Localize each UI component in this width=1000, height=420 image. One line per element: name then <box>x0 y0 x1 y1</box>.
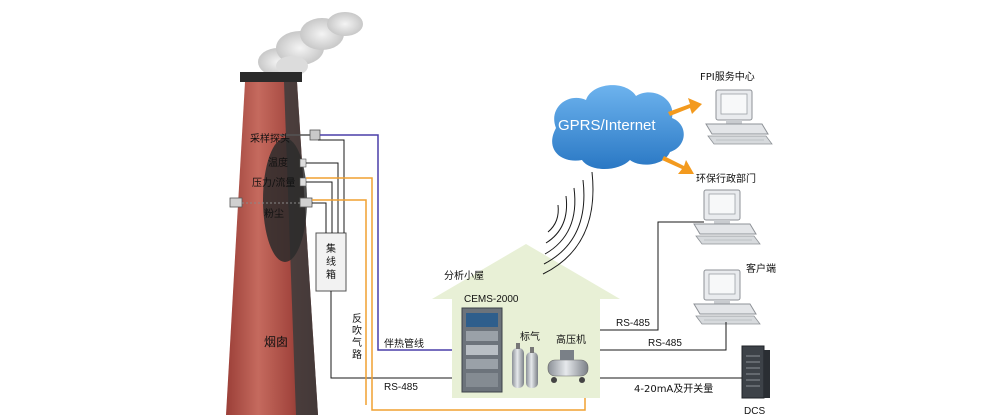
env-dept-computer: 环保行政部门 <box>693 172 761 245</box>
sampling-probe-icon <box>309 129 321 141</box>
arrow-to-fpi <box>668 98 702 116</box>
compressor-icon <box>547 350 589 383</box>
rs485-middle-label: RS-485 <box>648 338 682 349</box>
client-label: 客户端 <box>746 262 776 275</box>
cloud-label: GPRS/Internet <box>558 117 656 134</box>
analysis-shelter: 分析小屋 CEMS-2000 标气 高压机 <box>432 244 620 398</box>
fpi-center-label: FPI服务中心 <box>700 70 755 83</box>
temperature-sensor-icon <box>299 158 307 168</box>
compressor-label: 高压机 <box>556 333 586 346</box>
cems-cabinet-icon <box>461 307 503 393</box>
chimney: 烟囱 <box>226 72 318 415</box>
dcs-label: DCS <box>744 406 765 417</box>
smoke-plume <box>258 12 363 76</box>
dust-emitter-icon <box>229 197 243 208</box>
computer-icon <box>693 189 761 245</box>
pressure-flow-label: 压力/流量 <box>252 176 295 189</box>
standard-gas-label: 标气 <box>520 330 540 343</box>
sampling-probe-label: 采样探头 <box>250 132 290 145</box>
chimney-label: 烟囱 <box>264 335 288 349</box>
rs485-bottom-label: RS-485 <box>384 382 418 393</box>
network-lines <box>600 221 742 379</box>
sensor-group: 采样探头 温度 压力/流量 粉尘 <box>229 129 321 220</box>
fpi-center-computer: FPI服务中心 <box>700 70 773 145</box>
rs485-upper-label: RS-485 <box>616 318 650 329</box>
temperature-label: 温度 <box>268 156 288 169</box>
sensor-wires <box>306 139 462 379</box>
arrow-to-env <box>662 156 694 174</box>
gas-cylinder-icon <box>512 343 538 388</box>
analog-io-label: 4-20mA及开关量 <box>634 382 713 395</box>
env-dept-label: 环保行政部门 <box>696 172 756 185</box>
computer-icon <box>705 89 773 145</box>
blowback-label: 反 <box>352 313 362 325</box>
blowback-label-4: 路 <box>352 348 362 361</box>
dust-label: 粉尘 <box>264 207 284 220</box>
junction-box: 集 线 箱 <box>315 232 347 292</box>
heated-line <box>320 134 478 351</box>
junction-box-label-mid: 线 <box>326 255 336 268</box>
heated-line-label: 伴热管线 <box>384 337 424 350</box>
blowback-line <box>306 177 586 411</box>
client-computer: 客户端 <box>693 262 776 325</box>
blowback-label-3: 气 <box>352 336 362 349</box>
pressure-sensor-icon <box>299 177 307 187</box>
wireless-signal-icon <box>542 171 594 275</box>
cems-model-label: CEMS-2000 <box>464 294 519 305</box>
computer-icon <box>693 269 761 325</box>
junction-box-label-bot: 箱 <box>326 268 336 281</box>
cloud-icon: GPRS/Internet <box>552 85 684 169</box>
blowback-label-2: 吹 <box>352 324 362 337</box>
analysis-shelter-label: 分析小屋 <box>444 269 484 282</box>
server-tower-icon <box>741 345 770 399</box>
dust-receiver-icon <box>299 197 313 208</box>
junction-box-label-top: 集 <box>326 242 336 255</box>
dcs-server: DCS <box>741 345 770 417</box>
